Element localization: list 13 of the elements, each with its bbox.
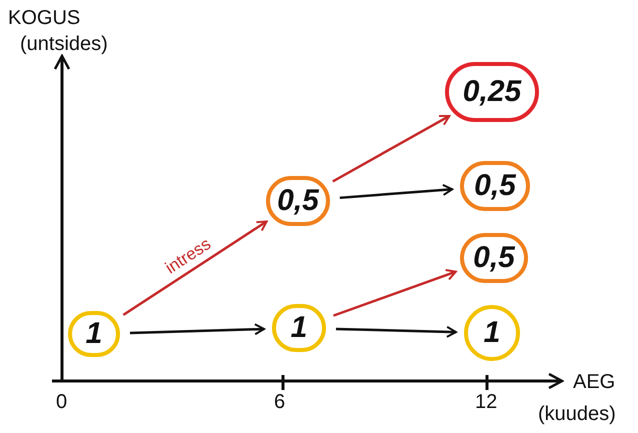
axis-label: KOGUS	[8, 8, 80, 28]
axis-label: (kuudes)	[538, 404, 616, 424]
axis-label: 12	[475, 392, 498, 412]
arrow	[333, 269, 457, 317]
axis-label: (untsides)	[20, 34, 108, 54]
axis-label: AEG	[573, 372, 616, 392]
arrow	[340, 184, 454, 200]
arrow	[336, 326, 457, 338]
axis-label: 6	[274, 392, 286, 412]
axis-label: 0	[56, 392, 68, 412]
arrow	[122, 220, 268, 316]
arrow	[332, 114, 450, 183]
arrow	[130, 323, 266, 336]
